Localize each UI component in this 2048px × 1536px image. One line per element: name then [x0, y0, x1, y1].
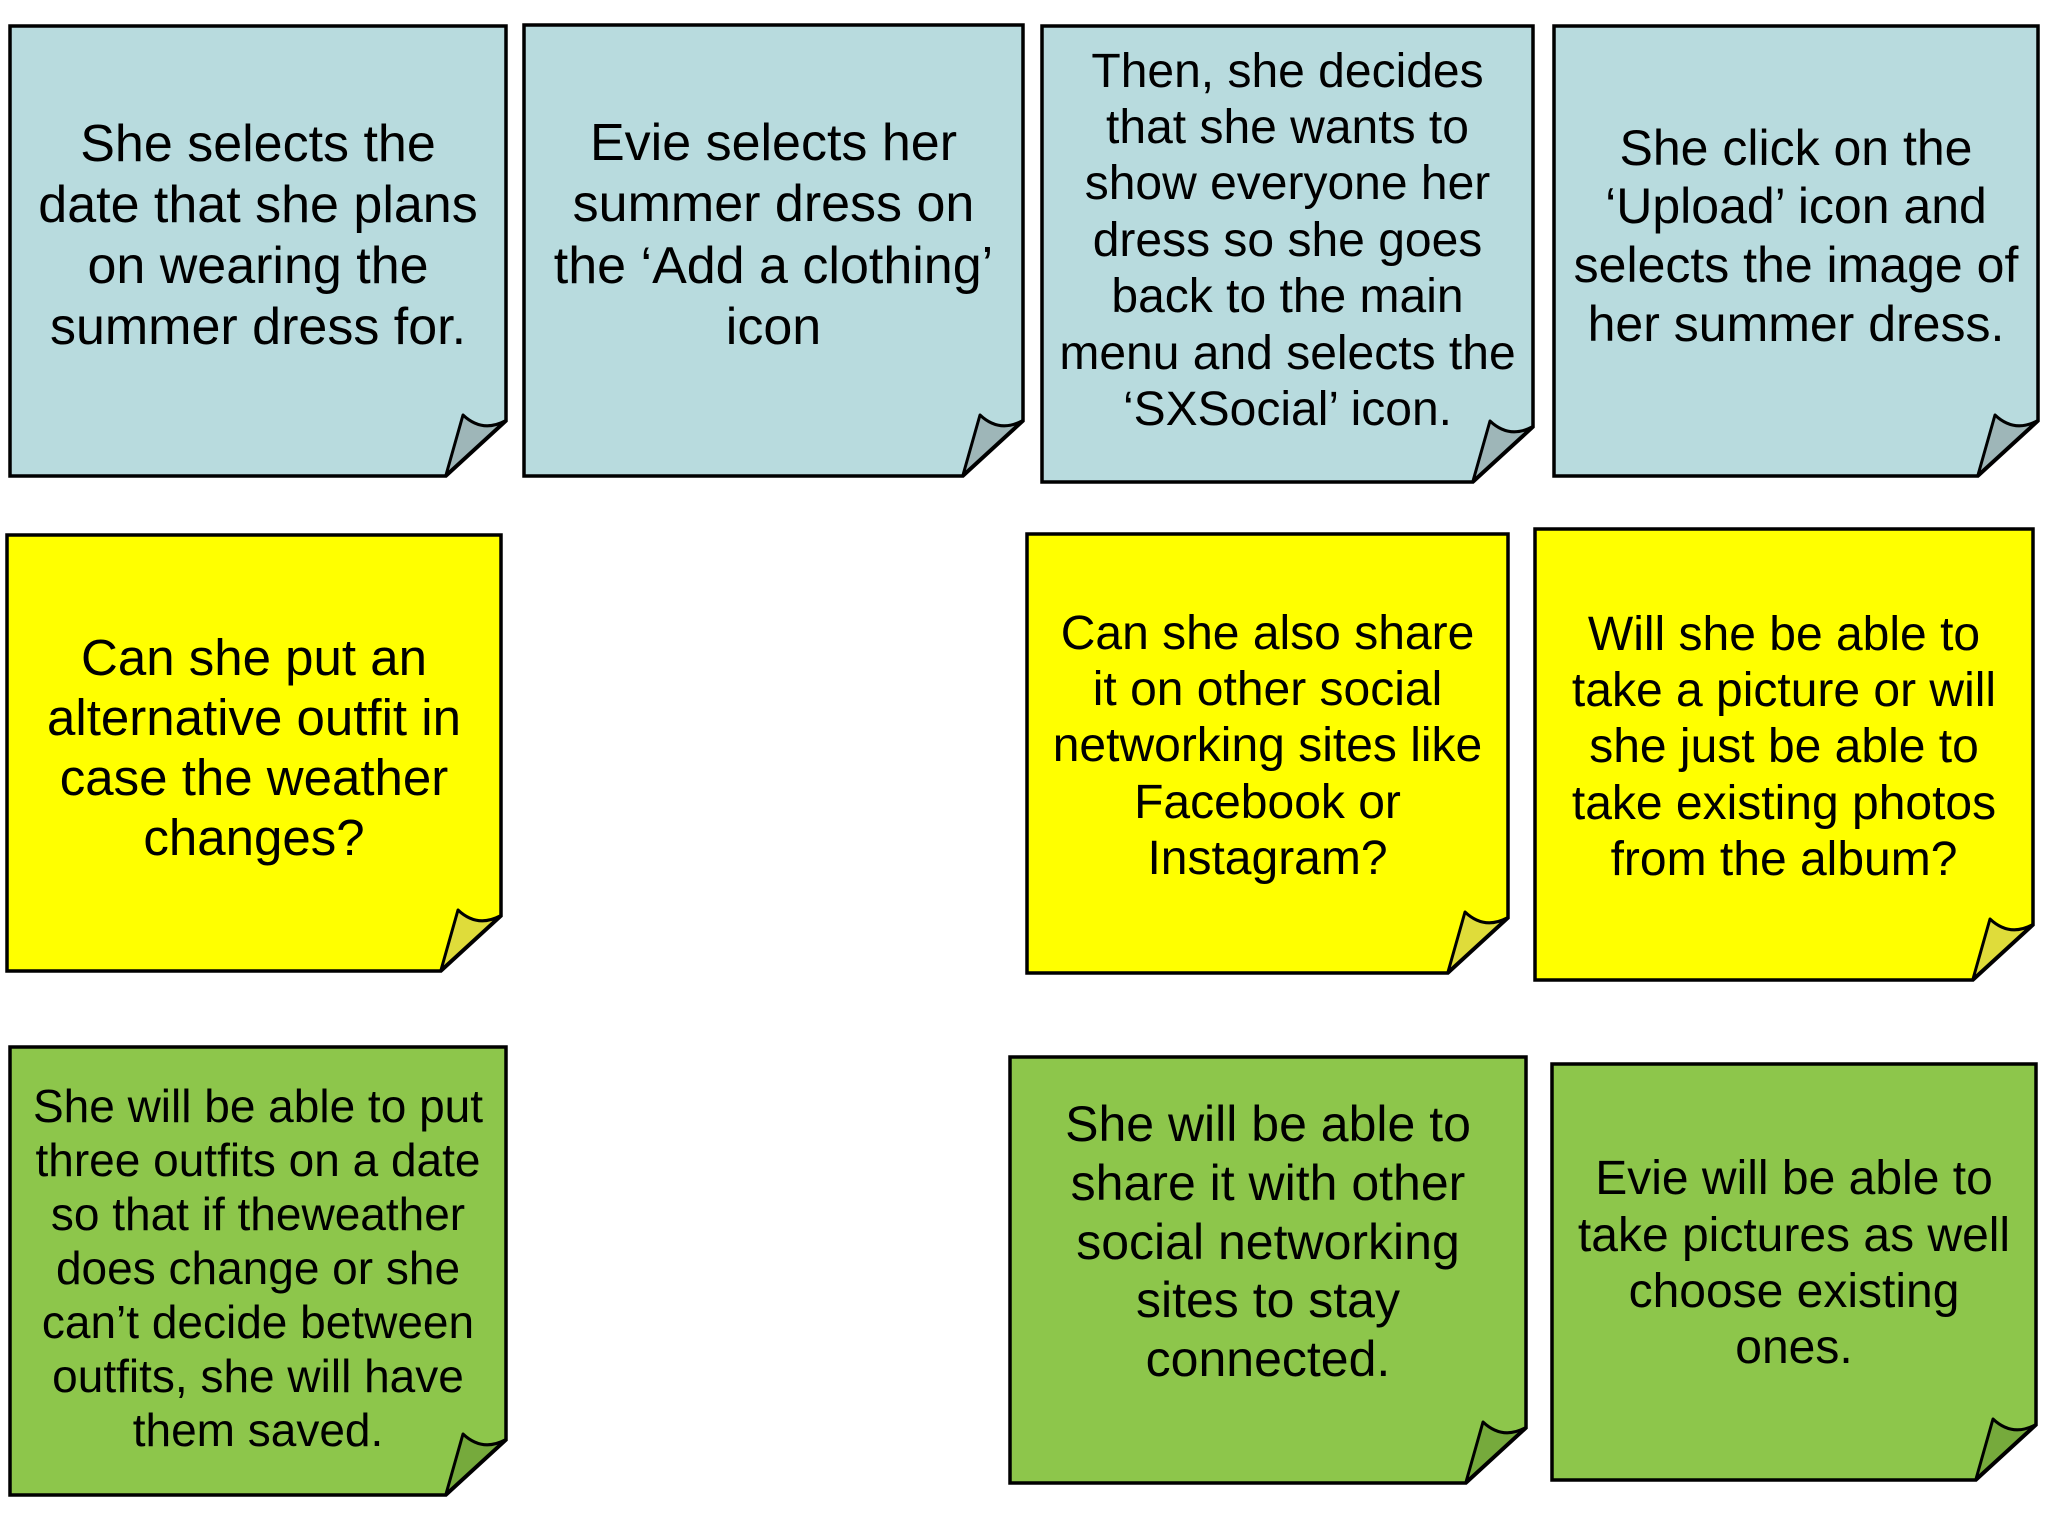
note-question-take-picture-text: Will she be able to take a picture or wi…	[1571, 607, 1997, 887]
note-question-alt-outfit-text: Can she put an alternative outfit in cas…	[47, 629, 461, 866]
note-answer-three-outfits[interactable]: She will be able to put three outfits on…	[8, 1045, 508, 1497]
note-question-alt-outfit[interactable]: Can she put an alternative outfit in cas…	[5, 533, 503, 973]
note-upload-text: She click on the ‘Upload’ icon and selec…	[1573, 119, 2019, 352]
note-select-date-text: She selects the date that she plans on w…	[38, 114, 478, 357]
folded-corner-note-shape	[1008, 1055, 1528, 1485]
note-answer-take-pictures[interactable]: Evie will be able to take pictures as we…	[1550, 1062, 2038, 1482]
folded-corner-note-shape	[1040, 24, 1535, 484]
folded-corner-note-shape	[1025, 532, 1510, 975]
folded-corner-note-shape	[1550, 1062, 2038, 1482]
folded-corner-note-shape	[522, 23, 1025, 478]
folded-corner-note-shape	[8, 24, 508, 478]
note-answer-share-social-text: She will be able to share it with other …	[1065, 1096, 1471, 1388]
note-question-share-social-text: Can she also share it on other social ne…	[1052, 606, 1483, 886]
note-select-date[interactable]: She selects the date that she plans on w…	[8, 24, 508, 478]
note-answer-take-pictures-text: Evie will be able to take pictures as we…	[1577, 1152, 2011, 1375]
note-question-share-social[interactable]: Can she also share it on other social ne…	[1025, 532, 1510, 975]
folded-corner-note-shape	[8, 1045, 508, 1497]
note-answer-three-outfits-text: She will be able to put three outfits on…	[32, 1079, 484, 1457]
note-add-clothing[interactable]: Evie selects her summer dress on the ‘Ad…	[522, 23, 1025, 478]
note-question-take-picture[interactable]: Will she be able to take a picture or wi…	[1533, 527, 2035, 982]
folded-corner-note-shape	[5, 533, 503, 973]
folded-corner-note-shape	[1552, 24, 2040, 478]
note-sxsocial[interactable]: Then, she decides that she wants to show…	[1040, 24, 1535, 484]
note-upload[interactable]: She click on the ‘Upload’ icon and selec…	[1552, 24, 2040, 478]
note-sxsocial-text: Then, she decides that she wants to show…	[1059, 44, 1516, 436]
note-answer-share-social[interactable]: She will be able to share it with other …	[1008, 1055, 1528, 1485]
note-add-clothing-text: Evie selects her summer dress on the ‘Ad…	[553, 114, 994, 356]
folded-corner-note-shape	[1533, 527, 2035, 982]
